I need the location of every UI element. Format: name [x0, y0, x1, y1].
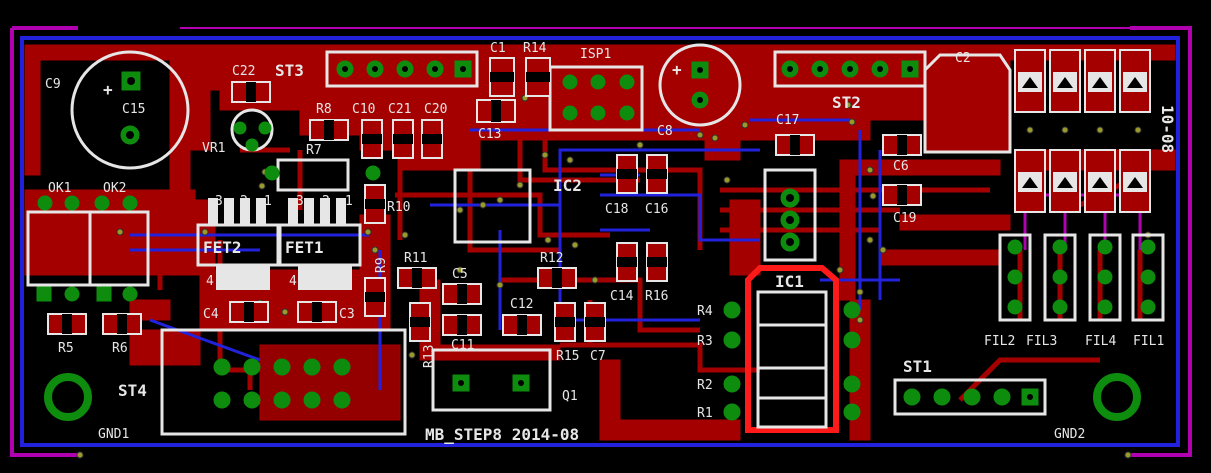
fet1-outline — [278, 223, 362, 267]
label-c4: C4 — [203, 307, 219, 322]
label-c7: C7 — [590, 349, 606, 364]
c8-outline — [658, 43, 742, 127]
label-r12: R12 — [540, 251, 563, 266]
label-r14: R14 — [523, 41, 547, 56]
label-c1: C1 — [490, 41, 506, 56]
fet-tabs — [208, 198, 352, 290]
ic2-outline — [453, 168, 532, 244]
label-ok1: OK1 — [48, 181, 71, 196]
q1-outline — [431, 348, 552, 412]
label-r7: R7 — [306, 143, 322, 158]
label-fil4: FIL4 — [1085, 334, 1116, 349]
c9-outline — [70, 50, 190, 170]
label-vr1: VR1 — [202, 141, 225, 156]
label-q1: Q1 — [562, 389, 578, 404]
ok-outline — [26, 210, 150, 287]
label-c20: C20 — [424, 102, 447, 117]
label-fil3: FIL3 — [1026, 334, 1057, 349]
fet2-outline — [196, 223, 280, 267]
label-r2: R2 — [697, 378, 713, 393]
label-c16: C16 — [645, 202, 668, 217]
label-fet2: FET2 — [203, 238, 242, 257]
label-c15: C15 — [122, 102, 145, 117]
label-r13: R13 — [422, 345, 437, 368]
label-ok2: OK2 — [103, 181, 126, 196]
label-ic2: IC2 — [553, 176, 582, 195]
mounting-holes — [44, 373, 1141, 421]
isp1-outline — [548, 65, 644, 132]
ground-ring — [20, 36, 1180, 447]
label-r6: R6 — [112, 341, 128, 356]
label-fet1-pin4: 4 — [289, 274, 297, 289]
ic1-socket-outline — [763, 168, 817, 262]
label-r15: R15 — [556, 349, 579, 364]
label-r5: R5 — [58, 341, 74, 356]
label-c22: C22 — [232, 64, 255, 79]
label-fet2-pin3: 3 — [215, 194, 223, 209]
label-c21: C21 — [388, 102, 411, 117]
dimension-frame — [10, 26, 1192, 457]
label-c10: C10 — [352, 102, 375, 117]
st1-outline — [893, 378, 1047, 416]
smd-pad-dividers — [62, 72, 907, 335]
label-r3: R3 — [697, 334, 713, 349]
label-st3: ST3 — [275, 61, 304, 80]
label-gnd1: GND1 — [98, 427, 129, 442]
board-rev: 10-08 — [1158, 105, 1177, 153]
ic1-highlight — [745, 265, 839, 433]
label-c9: C9 — [45, 77, 61, 92]
label-st2: ST2 — [832, 93, 861, 112]
label-r1: R1 — [697, 406, 713, 421]
st4-outline — [160, 328, 407, 436]
label-plus-c9: + — [103, 80, 113, 99]
label-fet1: FET1 — [285, 238, 324, 257]
label-plus-c8: + — [672, 60, 682, 79]
label-c13: C13 — [478, 127, 501, 142]
label-r16: R16 — [645, 289, 668, 304]
c2-outline — [923, 53, 1012, 154]
label-isp1: ISP1 — [580, 47, 611, 62]
label-fet2-pin2: 2 — [240, 194, 248, 209]
label-fil1: FIL1 — [1133, 334, 1164, 349]
label-r8: R8 — [316, 102, 332, 117]
diodes — [1014, 49, 1151, 213]
label-r9: R9 — [374, 257, 389, 273]
label-st1: ST1 — [903, 357, 932, 376]
label-c19: C19 — [893, 211, 916, 226]
label-gnd2: GND2 — [1054, 427, 1085, 442]
label-c14: C14 — [610, 289, 634, 304]
board-title: MB_STEP8 2014-08 — [425, 425, 579, 444]
label-r4: R4 — [697, 304, 713, 319]
label-fil2: FIL2 — [984, 334, 1015, 349]
label-fet1-pin3: 3 — [296, 194, 304, 209]
label-c2: C2 — [955, 51, 971, 66]
label-st4: ST4 — [118, 381, 147, 400]
label-fet1-pin2: 2 — [322, 194, 330, 209]
pad-holes — [126, 66, 1033, 400]
silk-labels: C9 + C15 C22 ST3 VR1 OK1 OK2 R8 R7 C10 C… — [45, 41, 1177, 444]
label-ic1: IC1 — [775, 272, 804, 291]
label-r11: R11 — [404, 251, 427, 266]
label-fet2-pin4: 4 — [206, 274, 214, 289]
label-c18: C18 — [605, 202, 628, 217]
label-c3: C3 — [339, 307, 355, 322]
st3-outline — [325, 50, 479, 88]
label-c5: C5 — [452, 267, 468, 282]
label-fet1-pin1: 1 — [345, 194, 353, 209]
label-c17: C17 — [776, 113, 799, 128]
silkscreen — [26, 43, 1165, 436]
label-fet2-pin1: 1 — [264, 194, 272, 209]
label-r10: R10 — [387, 200, 410, 215]
label-c12: C12 — [510, 297, 533, 312]
label-c11: C11 — [451, 338, 474, 353]
label-c8: C8 — [657, 124, 673, 139]
label-c6: C6 — [893, 159, 909, 174]
